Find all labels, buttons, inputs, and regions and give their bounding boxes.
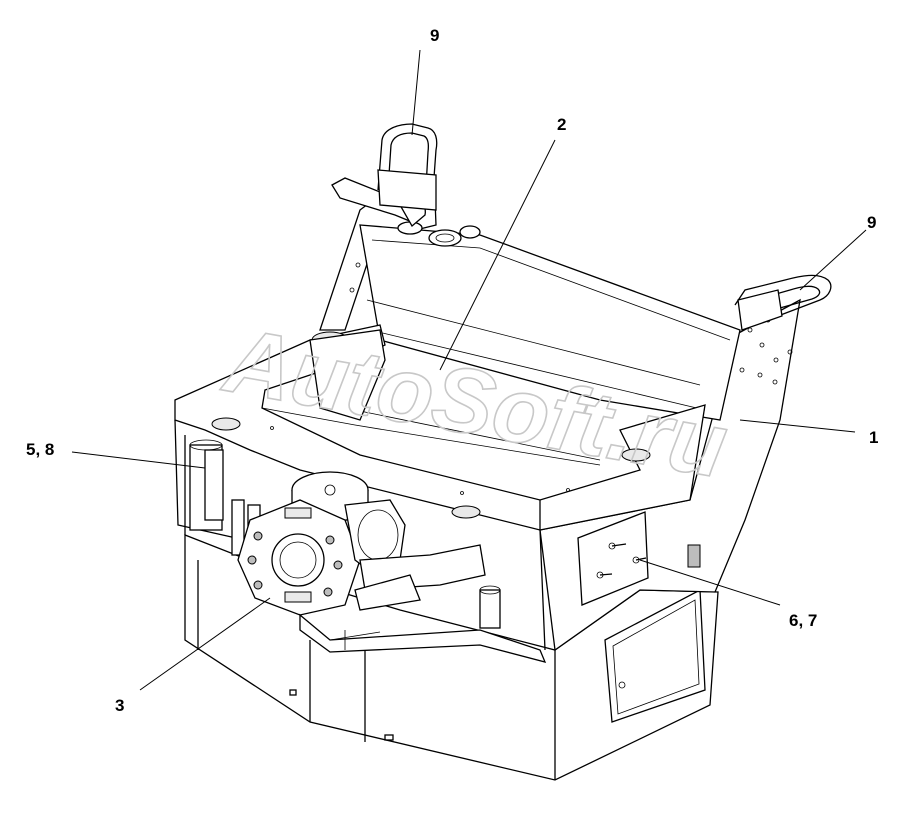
callout-9-left: 9 bbox=[430, 26, 439, 45]
handle-left bbox=[377, 123, 438, 211]
leader-5-8 bbox=[71, 451, 206, 469]
callout-3: 3 bbox=[115, 696, 124, 715]
top-frame bbox=[174, 324, 706, 541]
callouts: 9 2 9 1 5, 8 6, 7 3 bbox=[26, 26, 878, 715]
callout-5-8: 5, 8 bbox=[26, 440, 54, 459]
callout-1: 1 bbox=[869, 428, 878, 447]
articulation-joint-3 bbox=[237, 471, 547, 663]
leader-6-7 bbox=[639, 559, 781, 606]
leader-3 bbox=[139, 597, 271, 691]
rear-tank bbox=[319, 175, 741, 421]
leader-lines bbox=[71, 49, 867, 691]
leader-9-right bbox=[799, 229, 867, 291]
leader-1 bbox=[739, 419, 856, 433]
handle-right bbox=[734, 274, 832, 331]
callout-9-right: 9 bbox=[867, 213, 876, 232]
frame-part-1 bbox=[539, 298, 801, 652]
callout-2: 2 bbox=[557, 115, 566, 134]
leader-2 bbox=[439, 139, 556, 371]
leader-9-left bbox=[411, 49, 421, 136]
callout-6-7: 6, 7 bbox=[789, 611, 817, 630]
